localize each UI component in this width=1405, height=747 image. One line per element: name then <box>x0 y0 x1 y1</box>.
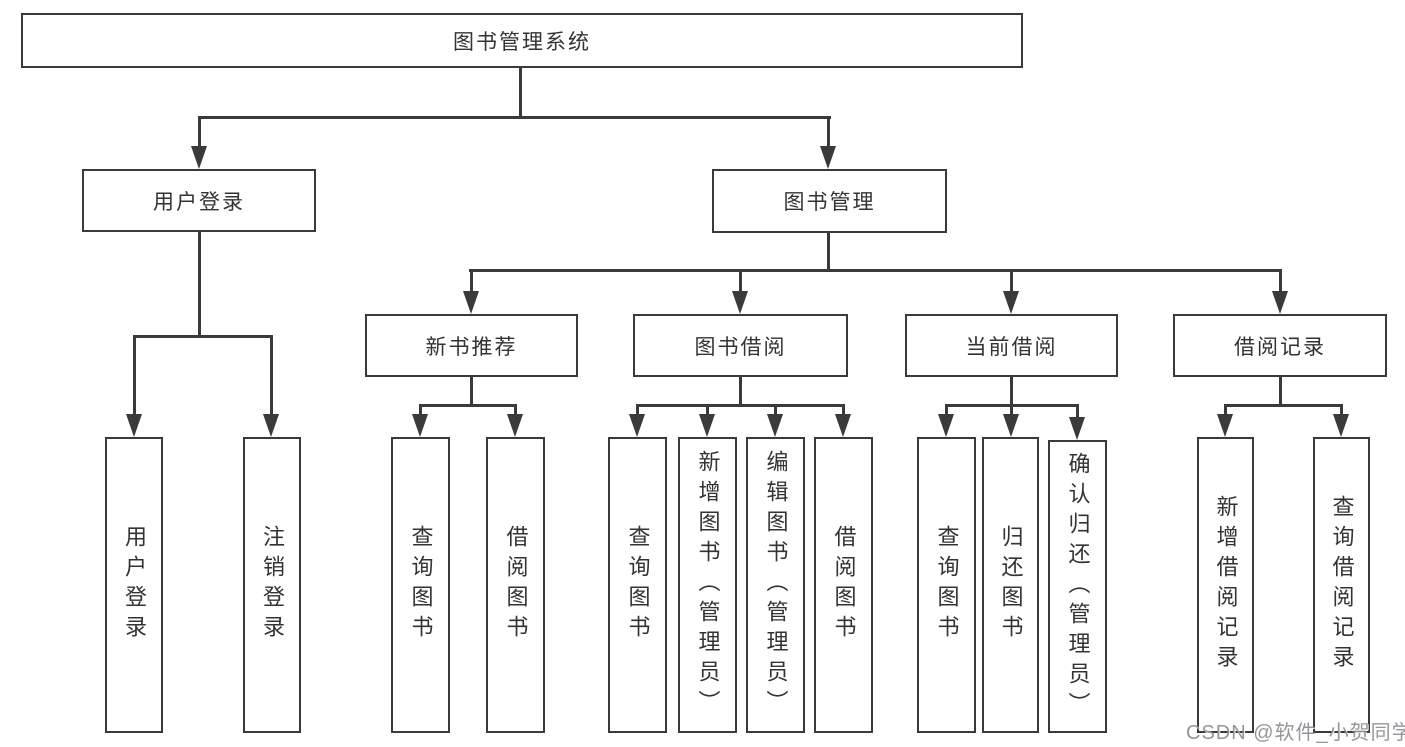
node-label: 当前借阅 <box>965 335 1058 359</box>
arrowhead-down-icon <box>767 414 783 437</box>
connector <box>842 404 845 416</box>
node-current-borrowing: 当前借阅 <box>905 314 1118 377</box>
arrowhead-down-icon <box>126 414 142 437</box>
leaf-query-books-current: 查询图书 <box>917 437 976 733</box>
node-label: 图书管理 <box>783 191 876 214</box>
connector <box>827 233 830 272</box>
arrowhead-down-icon <box>412 414 428 437</box>
connector <box>1010 269 1013 293</box>
node-label: 新书推荐 <box>425 335 518 359</box>
node-label: 查询图书 <box>408 525 434 645</box>
connector <box>1010 377 1013 406</box>
node-label: 查询图书 <box>625 525 651 645</box>
connector <box>706 404 709 416</box>
node-label: 借阅图书 <box>831 525 857 645</box>
leaf-query-books-borrowing: 查询图书 <box>608 437 667 733</box>
node-borrowing-records: 借阅记录 <box>1173 314 1387 377</box>
connector <box>133 335 136 415</box>
connector <box>469 269 1282 272</box>
csdn-watermark: CSDN @软件_小贺同学 <box>1186 722 1405 744</box>
arrowhead-down-icon <box>1003 414 1019 437</box>
connector <box>198 232 201 337</box>
node-new-book-recommendation: 新书推荐 <box>365 314 578 377</box>
connector <box>1224 404 1227 416</box>
node-label: 用户登录 <box>122 525 147 645</box>
connector <box>198 116 831 119</box>
connector <box>1279 269 1282 293</box>
node-label: 借阅图书 <box>503 525 529 645</box>
connector <box>470 377 473 406</box>
leaf-logout-login: 注销登录 <box>243 437 301 733</box>
node-label: 编辑图书（管理员） <box>763 450 789 720</box>
arrowhead-down-icon <box>1333 414 1349 437</box>
leaf-borrow-books-borrowing: 借阅图书 <box>814 437 873 733</box>
leaf-query-borrow-record: 查询借阅记录 <box>1313 437 1370 733</box>
arrowhead-down-icon <box>629 414 645 437</box>
node-label: 图书管理系统 <box>453 30 591 54</box>
connector <box>636 404 844 407</box>
node-book-management: 图书管理 <box>712 169 947 233</box>
node-book-borrowing: 图书借阅 <box>633 314 848 377</box>
node-label: 借阅记录 <box>1234 335 1326 359</box>
connector <box>1279 377 1282 406</box>
node-label: 归还图书 <box>998 525 1024 645</box>
connector <box>419 404 422 416</box>
arrowhead-down-icon <box>820 146 836 169</box>
leaf-add-books-admin: 新增图书（管理员） <box>678 437 737 733</box>
leaf-edit-books-admin: 编辑图书（管理员） <box>746 437 805 733</box>
node-library-management-system: 图书管理系统 <box>21 13 1023 68</box>
arrowhead-down-icon <box>732 291 748 314</box>
connector <box>133 335 273 338</box>
connector <box>419 404 517 407</box>
leaf-add-borrow-record: 新增借阅记录 <box>1197 437 1254 733</box>
arrowhead-down-icon <box>263 414 279 437</box>
connector <box>514 404 517 416</box>
connector <box>1076 404 1079 418</box>
node-label: 新增借阅记录 <box>1213 495 1239 675</box>
connector <box>774 404 777 416</box>
node-label: 确认归还（管理员） <box>1065 451 1091 722</box>
connector <box>470 269 473 293</box>
node-label: 新增图书（管理员） <box>695 450 721 720</box>
connector <box>198 116 201 148</box>
arrowhead-down-icon <box>1069 417 1085 440</box>
leaf-query-books-recommend: 查询图书 <box>391 437 450 733</box>
connector <box>739 269 742 293</box>
arrowhead-down-icon <box>1272 291 1288 314</box>
leaf-return-books: 归还图书 <box>982 437 1039 733</box>
arrowhead-down-icon <box>463 291 479 314</box>
node-label: 查询图书 <box>934 525 960 645</box>
arrowhead-down-icon <box>699 414 715 437</box>
connector <box>827 116 830 148</box>
connector <box>945 404 948 416</box>
node-label: 查询借阅记录 <box>1329 495 1355 675</box>
connector <box>270 335 273 415</box>
connector <box>1010 404 1013 416</box>
leaf-borrow-books-recommend: 借阅图书 <box>486 437 545 733</box>
arrowhead-down-icon <box>1003 291 1019 314</box>
leaf-user-login: 用户登录 <box>105 437 163 733</box>
arrowhead-down-icon <box>1217 414 1233 437</box>
node-user-login: 用户登录 <box>82 169 316 232</box>
leaf-confirm-return-admin: 确认归还（管理员） <box>1048 440 1107 733</box>
arrowhead-down-icon <box>507 414 523 437</box>
arrowhead-down-icon <box>938 414 954 437</box>
connector <box>1340 404 1343 416</box>
connector <box>636 404 639 416</box>
connector <box>739 377 742 406</box>
connector <box>519 68 522 118</box>
node-label: 注销登录 <box>260 525 285 645</box>
node-label: 图书借阅 <box>694 335 787 359</box>
arrowhead-down-icon <box>835 414 851 437</box>
arrowhead-down-icon <box>191 146 207 169</box>
node-label: 用户登录 <box>153 190 245 214</box>
connector <box>1224 404 1343 407</box>
